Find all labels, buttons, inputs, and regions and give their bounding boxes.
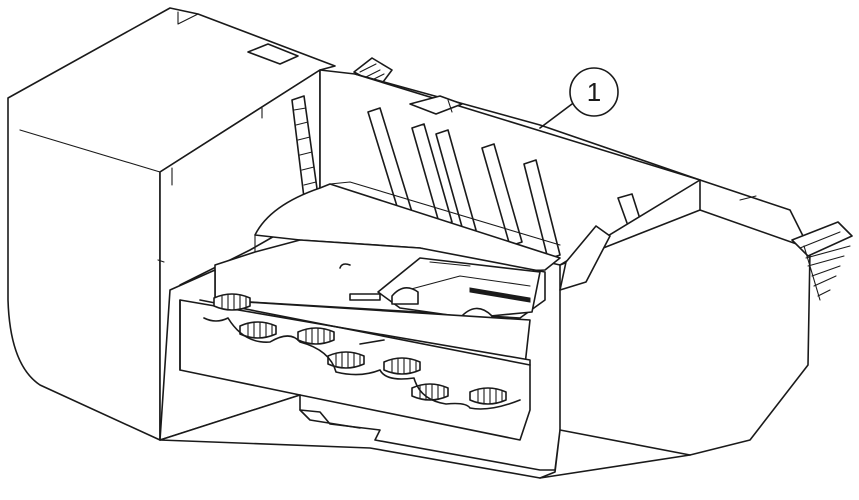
right-extension-guide [791, 221, 853, 301]
feed-rollers [213, 293, 507, 405]
roller-4 [327, 351, 365, 369]
roller-1 [213, 293, 251, 311]
right-housing [559, 179, 811, 456]
center-top-bracket [409, 95, 463, 115]
left-housing [7, 7, 336, 441]
roller-6 [411, 383, 449, 401]
callout-1-label: 1 [587, 77, 601, 107]
callout-1-circle [569, 67, 619, 117]
roller-3 [297, 327, 335, 345]
roller-7 [469, 387, 507, 405]
roller-bed-border [203, 317, 521, 410]
roller-5 [383, 357, 421, 375]
roller-2 [239, 321, 277, 339]
callout-1: 1 [539, 67, 619, 129]
back-left-tab [247, 43, 299, 65]
right-paper-guide [559, 225, 611, 291]
lower-front-skirt [159, 394, 691, 479]
